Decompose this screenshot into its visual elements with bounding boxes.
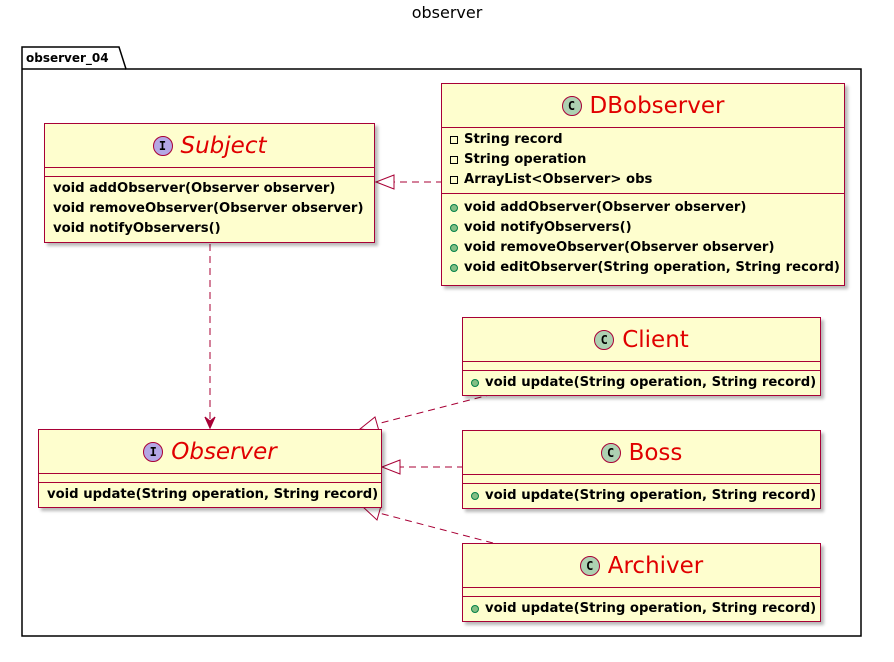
class-icon: C [600, 442, 621, 463]
fields-section: String record String operation ArrayList… [442, 128, 844, 194]
dbobserver-header: C DBobserver [442, 84, 844, 128]
class-name: Subject [180, 132, 267, 159]
fields-section [463, 588, 820, 597]
archiver-class[interactable]: C Archiver void update(String operation,… [462, 543, 821, 622]
package-frame [21, 46, 862, 637]
methods-section: void update(String operation, String rec… [463, 597, 820, 623]
method-row: void removeObserver(Observer observer) [53, 201, 364, 216]
fields-section [39, 474, 381, 483]
class-name: Archiver [607, 552, 704, 579]
method-row: void addObserver(Observer observer) [442, 198, 844, 218]
public-visibility-icon [450, 244, 458, 252]
interface-icon: I [143, 441, 164, 462]
fields-section [45, 168, 374, 177]
class-name: Boss [628, 439, 683, 466]
field-row: String record [442, 130, 844, 150]
boss-class[interactable]: C Boss void update(String operation, Str… [462, 430, 821, 509]
subject-header: I Subject [45, 124, 374, 168]
observer-interface[interactable]: I Observer void update(String operation,… [38, 429, 382, 508]
public-visibility-icon [450, 264, 458, 272]
public-visibility-icon [471, 379, 479, 387]
method-row: void update(String operation, String rec… [463, 486, 820, 506]
method-row: void update(String operation, String rec… [463, 599, 820, 619]
method-row: void editObserver(String operation, Stri… [442, 258, 844, 278]
subject-interface[interactable]: I Subject void addObserver(Observer obse… [44, 123, 375, 243]
field-row: ArrayList<Observer> obs [442, 170, 844, 190]
class-name: Client [622, 326, 689, 353]
diagram-title: observer [411, 3, 483, 22]
class-name: DBobserver [589, 92, 725, 119]
fields-section [463, 362, 820, 371]
observer-header: I Observer [39, 430, 381, 474]
realization-arrowhead-boss [380, 459, 401, 475]
method-row: void notifyObservers() [442, 218, 844, 238]
archiver-header: C Archiver [463, 544, 820, 588]
methods-section: void addObserver(Observer observer) void… [45, 177, 374, 243]
class-icon: C [561, 95, 582, 116]
dependency-arrowhead-fill [204, 416, 216, 430]
methods-section: void update(String operation, String rec… [39, 483, 381, 509]
dbobserver-class[interactable]: C DBobserver String record String operat… [441, 83, 845, 286]
boss-header: C Boss [463, 431, 820, 475]
methods-section: void update(String operation, String rec… [463, 484, 820, 510]
class-icon: C [594, 329, 615, 350]
realization-archiver-observer [378, 512, 494, 544]
public-visibility-icon [450, 204, 458, 212]
field-row: String operation [442, 150, 844, 170]
client-header: C Client [463, 318, 820, 362]
method-row: void notifyObservers() [53, 221, 221, 236]
realization-arrowhead-subject [374, 174, 395, 190]
package-name: observer_04 [26, 51, 109, 65]
method-row: void update(String operation, String rec… [463, 373, 820, 393]
public-visibility-icon [471, 492, 479, 500]
client-class[interactable]: C Client void update(String operation, S… [462, 317, 821, 396]
methods-section: void update(String operation, String rec… [463, 371, 820, 397]
public-visibility-icon [471, 605, 479, 613]
public-visibility-icon [450, 224, 458, 232]
interface-icon: I [152, 135, 173, 156]
private-visibility-icon [450, 176, 458, 184]
class-name: Observer [171, 438, 277, 465]
fields-section [463, 475, 820, 484]
private-visibility-icon [450, 156, 458, 164]
method-row: void removeObserver(Observer observer) [442, 238, 844, 258]
methods-section: void addObserver(Observer observer) void… [442, 194, 844, 282]
realization-client-observer [376, 393, 494, 425]
method-row: void update(String operation, String rec… [47, 487, 379, 502]
private-visibility-icon [450, 136, 458, 144]
method-row: void addObserver(Observer observer) [53, 181, 336, 196]
class-icon: C [579, 555, 600, 576]
